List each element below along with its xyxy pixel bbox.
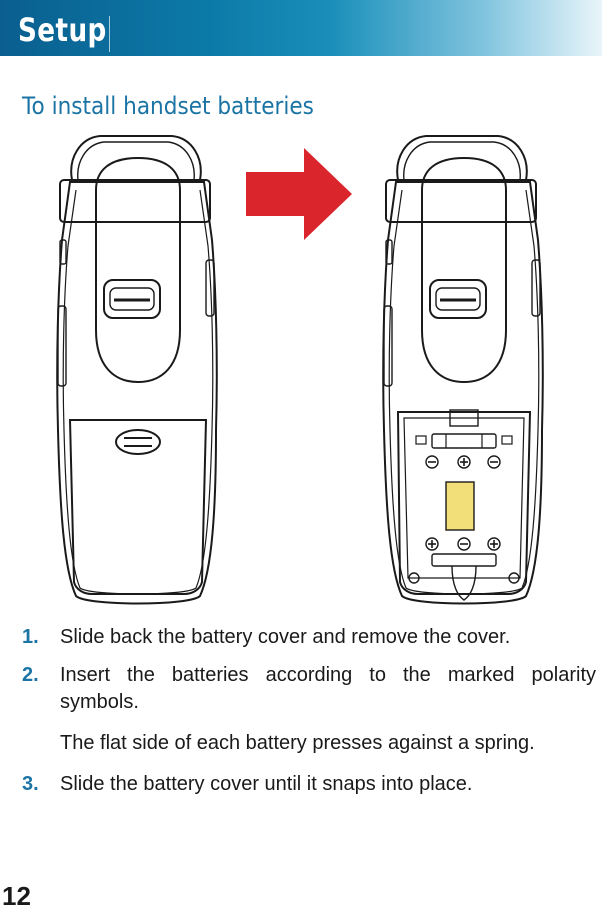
steps-list: 1. Slide back the battery cover and remo… xyxy=(0,624,602,798)
step-item: 1. Slide back the battery cover and remo… xyxy=(0,624,602,651)
header-bar: Setup xyxy=(0,0,602,56)
page-title: Setup xyxy=(18,11,111,52)
handset-battery-compartment-illustration xyxy=(382,135,544,605)
step-text: Insert the batteries according to the ma… xyxy=(60,664,596,713)
step-text: Slide back the battery cover and remove … xyxy=(60,626,511,648)
step-item: 3. Slide the battery cover until it snap… xyxy=(0,771,602,798)
step-number: 1. xyxy=(22,626,39,648)
direction-arrow-icon xyxy=(246,148,352,240)
handset-with-cover-illustration xyxy=(56,135,218,605)
section-title: To install handset batteries xyxy=(22,92,314,120)
step-text: Slide the battery cover until it snaps i… xyxy=(60,773,473,795)
step-number: 2. xyxy=(22,664,39,686)
page-number: 12 xyxy=(2,881,31,911)
step-number: 3. xyxy=(22,773,39,795)
step-item: 2. Insert the batteries according to the… xyxy=(0,662,602,716)
step-note: The flat side of each battery presses ag… xyxy=(60,732,535,754)
handset-illustration xyxy=(56,135,544,605)
